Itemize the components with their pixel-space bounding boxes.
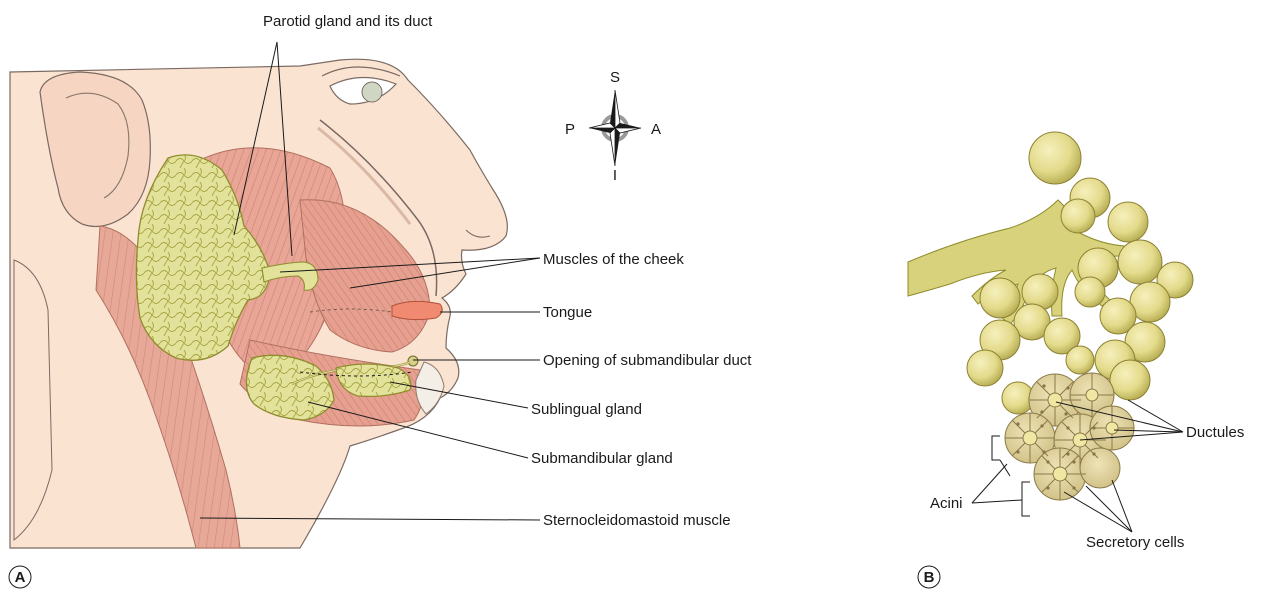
label-tongue: Tongue [543, 304, 592, 321]
orientation-compass [589, 90, 641, 166]
submandibular-duct-opening [408, 356, 418, 366]
label-parotid-gland: Parotid gland and its duct [263, 13, 433, 30]
panel-b-marker: B [918, 566, 940, 588]
label-sternocleidomastoid: Sternocleidomastoid muscle [543, 512, 731, 529]
head-illustration [10, 59, 507, 548]
label-sublingual-gland: Sublingual gland [531, 401, 642, 418]
compass-superior: S [610, 69, 620, 86]
svg-text:B: B [924, 569, 935, 586]
label-ductules: Ductules [1186, 424, 1244, 441]
panel-a-marker: A [9, 566, 31, 588]
compass-anterior: A [651, 121, 661, 138]
label-cheek-muscles: Muscles of the cheek [543, 251, 684, 268]
tongue [392, 301, 442, 319]
label-submandibular-gland: Submandibular gland [531, 450, 673, 467]
label-submandibular-duct-opening: Opening of submandibular duct [543, 352, 752, 369]
label-secretory-cells: Secretory cells [1086, 534, 1184, 551]
compass-inferior: I [613, 167, 617, 184]
svg-text:A: A [15, 569, 26, 586]
acinus-illustration [908, 132, 1193, 500]
label-acini: Acini [930, 495, 963, 512]
compass-posterior: P [565, 121, 575, 138]
